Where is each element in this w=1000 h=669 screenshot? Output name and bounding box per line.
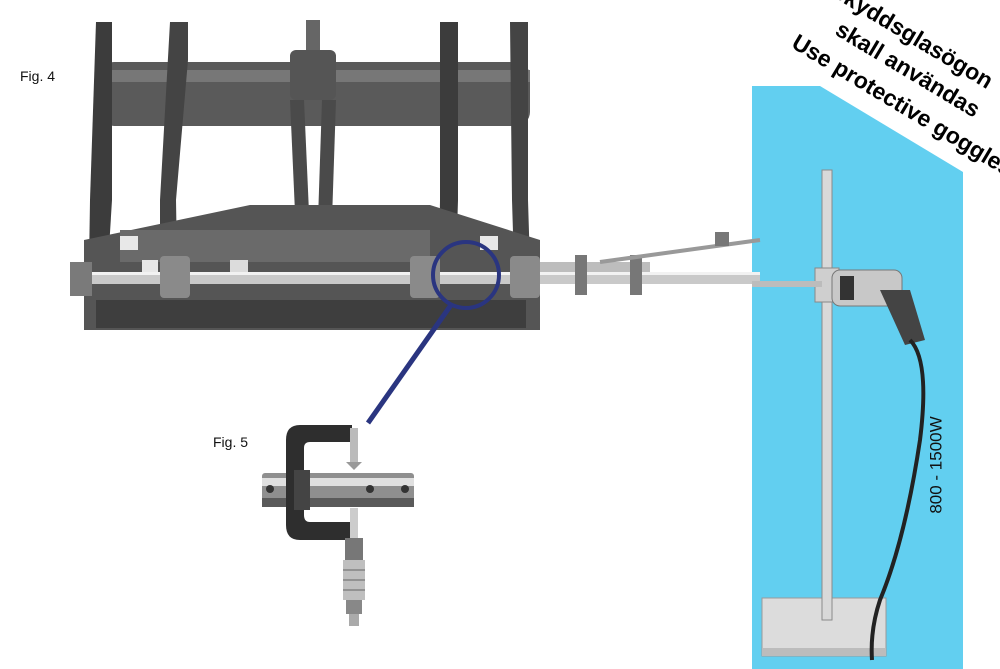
power-rating-label: 800 - 1500W — [926, 416, 946, 514]
detail-callout-circle — [431, 240, 501, 310]
fig5-label: Fig. 5 — [213, 434, 249, 450]
blue-panel — [752, 86, 963, 669]
fig4-label: Fig. 4 — [20, 68, 56, 84]
electric-drill-icon — [752, 269, 926, 661]
detail-callout-line — [365, 303, 454, 425]
drill-stand-icon — [761, 169, 887, 657]
micrometer-caliper-icon — [262, 425, 414, 626]
